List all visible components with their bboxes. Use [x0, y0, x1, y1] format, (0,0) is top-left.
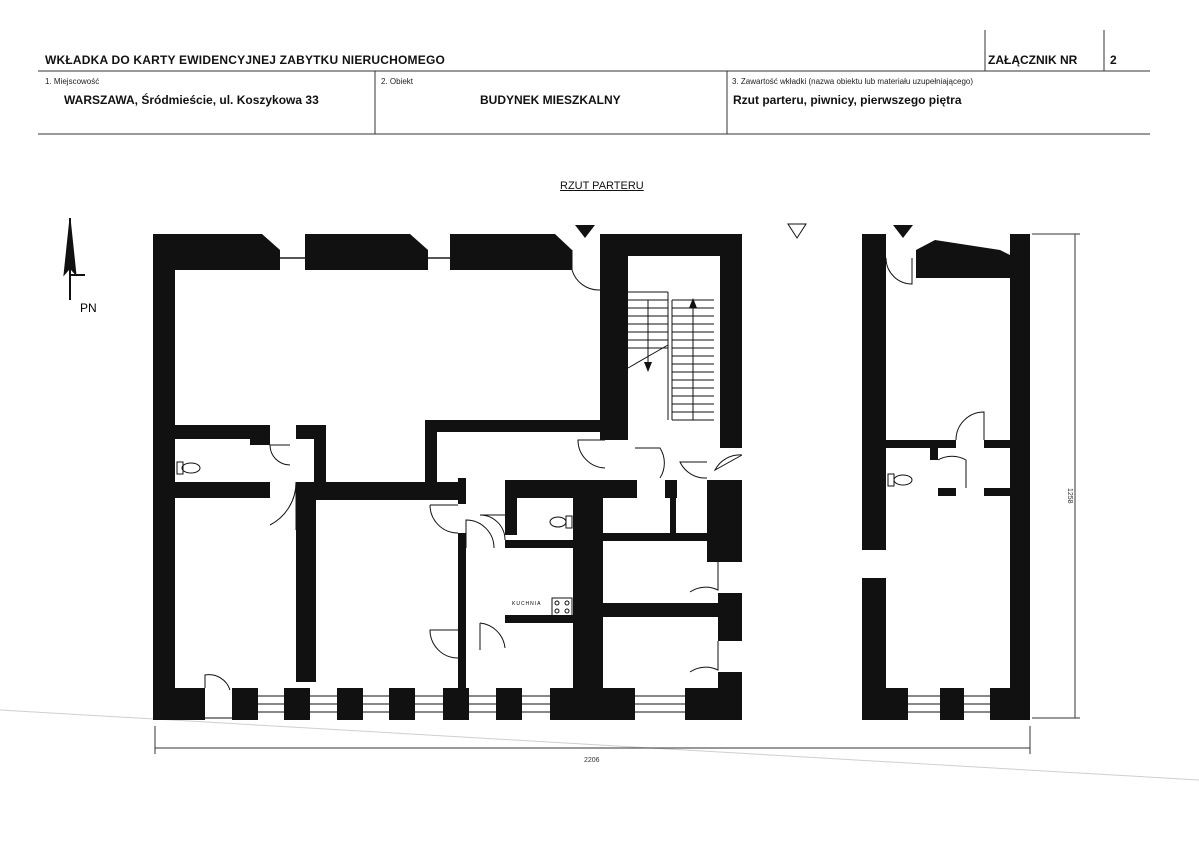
scan-artifact-line — [0, 709, 1199, 781]
dimension-lines — [154, 233, 1080, 754]
main-building-walls — [153, 234, 742, 720]
contents-value: Rzut parteru, piwnicy, pierwszego piętra — [733, 93, 962, 107]
dimension-height: 1258 — [1066, 488, 1073, 504]
dimension-width: 2206 — [584, 757, 600, 764]
annex-label: ZAŁĄCZNIK NR — [988, 53, 1078, 67]
annex-details — [885, 257, 990, 713]
bottom-windows — [205, 695, 685, 719]
staircase — [627, 291, 714, 421]
header-grid — [38, 30, 1150, 135]
entrance-markers — [575, 223, 913, 239]
level-marker-icon — [787, 223, 807, 239]
north-label: PN — [80, 301, 97, 315]
locality-label: 1. Miejscowość — [45, 77, 100, 86]
door-swings — [204, 250, 743, 691]
entrance-marker-icon — [575, 225, 595, 238]
stair-arrows — [644, 298, 697, 372]
annex-number: 2 — [1110, 53, 1117, 67]
contents-label: 3. Zawartość wkładki (nazwa obiektu lub … — [732, 77, 974, 86]
plan-title: RZUT PARTERU — [560, 180, 644, 192]
annex-building-walls — [862, 234, 1030, 720]
toilet-icon — [549, 515, 573, 529]
stove-icon — [551, 597, 573, 617]
north-arrow-icon — [63, 217, 85, 300]
toilet-icon — [176, 461, 201, 475]
kitchen-label: KUCHNIA — [512, 601, 542, 607]
object-value: BUDYNEK MIESZKALNY — [480, 93, 621, 107]
locality-value: WARSZAWA, Śródmieście, ul. Koszykowa 33 — [64, 93, 319, 107]
object-label: 2. Obiekt — [381, 77, 414, 86]
document-title: WKŁADKA DO KARTY EWIDENCYJNEJ ZABYTKU NI… — [45, 53, 446, 67]
entrance-marker-icon — [893, 225, 913, 238]
